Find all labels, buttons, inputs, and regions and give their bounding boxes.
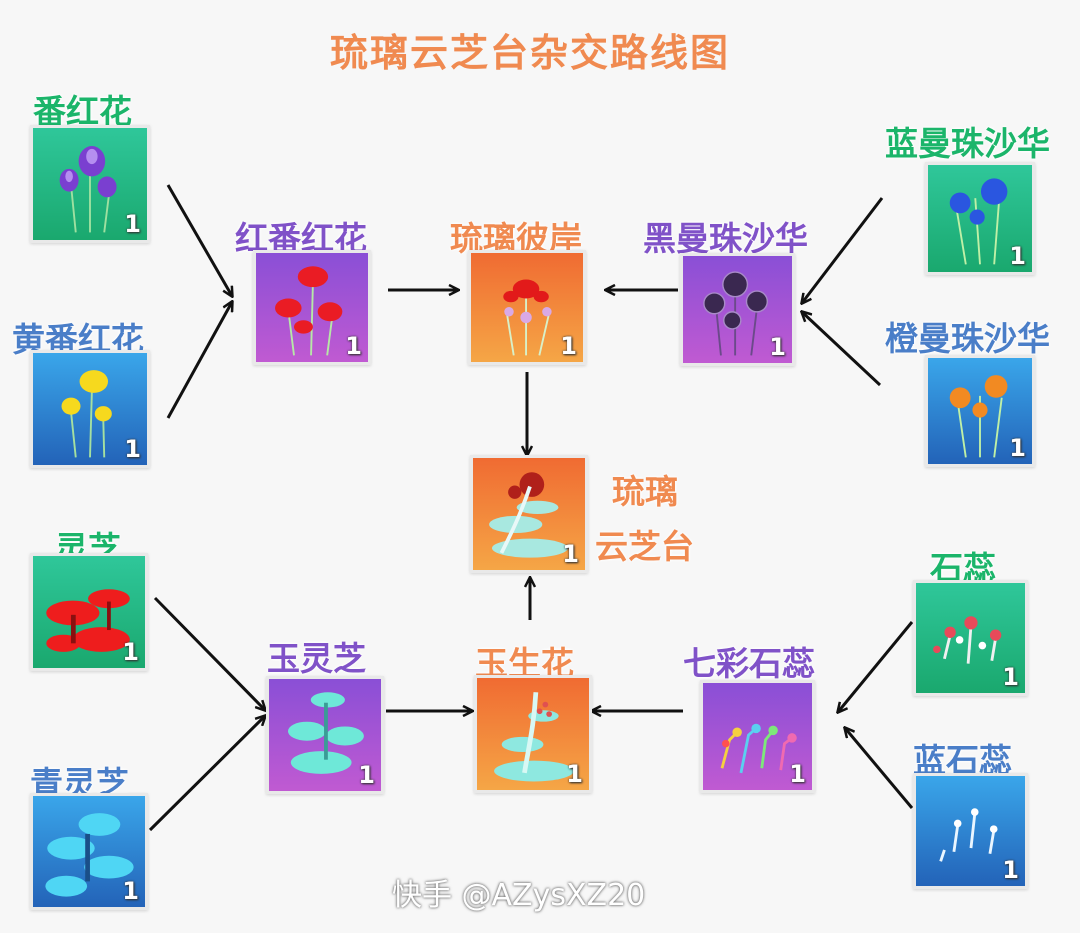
card-black-spider-lily: 1 xyxy=(680,253,795,366)
red-crocus-flower-icon xyxy=(275,266,343,356)
card-yusheng-flower: 1 xyxy=(474,675,592,793)
label-black-spider-lily: 黑曼珠沙华 xyxy=(643,219,808,258)
card-yellow-crocus: 1 xyxy=(30,350,150,468)
orange-spider-lily-flower-icon xyxy=(949,375,1008,458)
arrow-lingzhi-to-jade-lingzhi xyxy=(153,596,265,710)
card-jade-lingzhi: 1 xyxy=(266,676,384,794)
blue-lingzhi-mushroom-icon xyxy=(45,813,134,897)
quantity-badge: 1 xyxy=(1009,242,1026,270)
card-liuli-yunzhi-tai: 1 xyxy=(470,455,588,573)
card-red-crocus: 1 xyxy=(253,250,371,365)
blue-spider-lily-flower-icon xyxy=(949,178,1008,265)
label-final-line1: 琉璃 xyxy=(612,472,678,511)
card-blue-stone-pistil: 1 xyxy=(913,773,1028,889)
card-rainbow-stone-pistil: 1 xyxy=(700,680,815,793)
arrow-blue-lingzhi-to-jade-lingzhi xyxy=(148,716,265,832)
quantity-badge: 1 xyxy=(566,760,583,788)
liuli-yunzhi-tai-icon xyxy=(489,472,568,558)
stone-pistil-icon xyxy=(933,616,1002,664)
arrow-blue-stone-to-rainbow xyxy=(845,728,914,809)
yellow-crocus-flower-icon xyxy=(61,370,112,458)
quantity-badge: 1 xyxy=(1009,434,1026,462)
quantity-badge: 1 xyxy=(124,210,141,238)
jade-lingzhi-mushroom-icon xyxy=(287,692,364,774)
label-orange-spider-lily: 橙曼珠沙华 xyxy=(885,319,1050,358)
crocus-flower-icon xyxy=(59,146,117,233)
blue-stone-pistil-icon xyxy=(939,808,998,862)
label-rainbow-stone-pistil: 七彩石蕊 xyxy=(683,644,815,683)
quantity-badge: 1 xyxy=(560,332,577,360)
quantity-badge: 1 xyxy=(562,540,579,568)
quantity-badge: 1 xyxy=(122,877,139,905)
label-blue-spider-lily: 蓝曼珠沙华 xyxy=(885,124,1050,163)
quantity-badge: 1 xyxy=(1002,663,1019,691)
arrow-orange-lily-to-black-lily xyxy=(802,312,882,387)
lingzhi-mushroom-icon xyxy=(46,589,130,652)
label-final-line2: 云芝台 xyxy=(595,527,694,566)
black-spider-lily-flower-icon xyxy=(703,271,769,356)
card-orange-spider-lily: 1 xyxy=(925,355,1035,467)
card-blue-lingzhi: 1 xyxy=(30,793,148,910)
liuli-bian-flower-icon xyxy=(503,279,552,356)
watermark: 快手 @AZysXZ20 xyxy=(392,878,646,913)
yusheng-flower-icon xyxy=(494,692,574,782)
quantity-badge: 1 xyxy=(789,760,806,788)
arrow-stone-to-rainbow xyxy=(838,621,914,712)
arrow-blue-lily-to-black-lily xyxy=(802,197,884,303)
card-liuli-bian: 1 xyxy=(468,250,586,365)
label-jade-lingzhi: 玉灵芝 xyxy=(267,639,366,678)
arrow-crocus-to-red-crocus xyxy=(166,184,232,296)
quantity-badge: 1 xyxy=(1002,856,1019,884)
arrow-yellow-crocus-to-red-crocus xyxy=(166,302,232,419)
card-lingzhi: 1 xyxy=(30,553,148,671)
diagram-title: 琉璃云芝台杂交路线图 xyxy=(329,31,730,75)
quantity-badge: 1 xyxy=(122,638,139,666)
quantity-badge: 1 xyxy=(124,435,141,463)
card-blue-spider-lily: 1 xyxy=(925,162,1035,275)
rainbow-stone-pistil-icon xyxy=(720,723,797,774)
quantity-badge: 1 xyxy=(345,332,362,360)
quantity-badge: 1 xyxy=(358,761,375,789)
card-stone-pistil: 1 xyxy=(913,580,1028,696)
label-crocus: 番红花 xyxy=(33,92,132,131)
card-crocus: 1 xyxy=(30,125,150,243)
quantity-badge: 1 xyxy=(769,333,786,361)
